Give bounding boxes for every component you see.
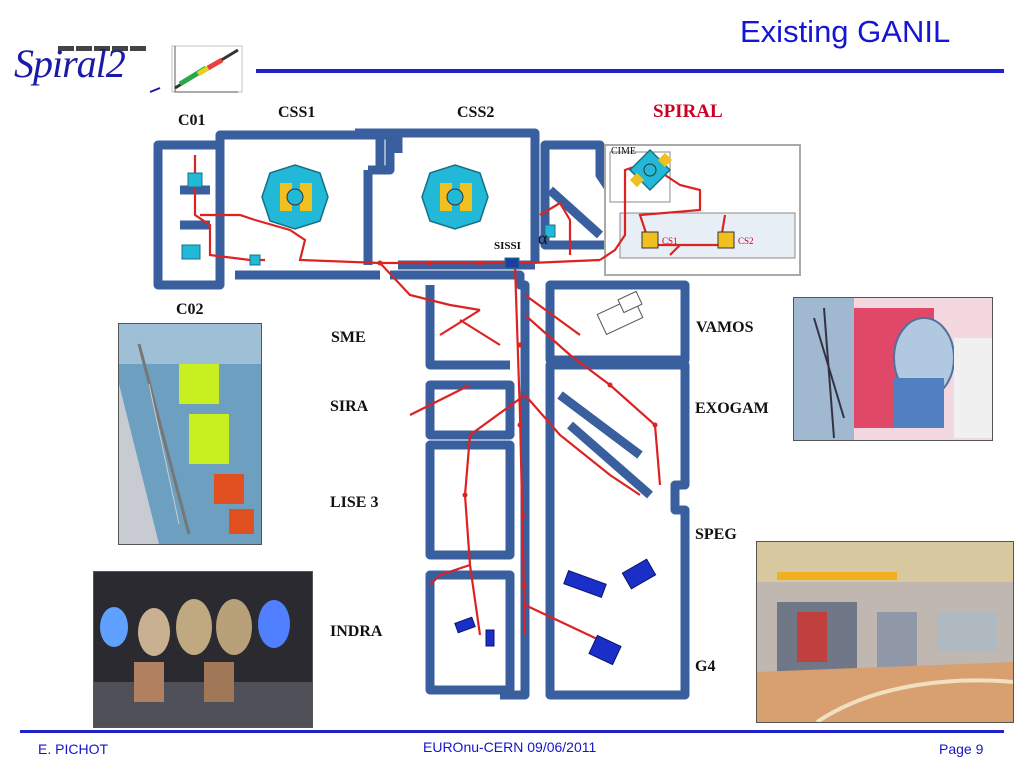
label-spiral: SPIRAL [653,101,723,122]
label-sissi: SISSI [494,240,521,252]
label-c02: C02 [176,301,204,318]
label-cs1: CS1 [662,236,678,246]
label-lise3: LISE 3 [330,494,379,511]
footer-author: E. PICHOT [38,741,109,757]
cime-cyclotron [628,148,673,192]
ganil-facility-map [153,128,801,700]
label-cime: CIME [611,146,636,157]
vamos-spectrometer [596,290,644,336]
label-vamos: VAMOS [696,319,754,336]
photo-beamline-hall [118,323,262,545]
label-sira: SIRA [330,398,369,415]
footer-page-number: Page 9 [939,741,984,757]
label-speg: SPEG [695,526,737,543]
footer-rule [20,730,1004,733]
label-alpha: α [538,228,548,248]
header-rule [256,69,1004,73]
photo-experiment-hall [756,541,1014,723]
equipment [181,172,556,269]
beam-elements [377,260,658,588]
label-cs2: CS2 [738,236,754,246]
css1-cyclotron [261,164,329,230]
label-sme: SME [331,329,366,346]
label-css1: CSS1 [278,104,316,121]
label-exogam: EXOGAM [695,400,769,417]
label-g4: G4 [695,658,716,675]
photo-indra-detector [93,571,313,728]
page-title: Existing GANIL [740,14,951,49]
detectors [454,558,657,666]
label-css2: CSS2 [457,104,495,121]
css2-cyclotron [421,164,489,230]
cs-magnets [641,231,735,249]
label-c01: C01 [178,112,206,129]
logo-text: Spiral2 [14,41,126,86]
label-indra: INDRA [330,623,383,640]
photo-vamos-exogam [793,297,993,441]
spiral2-logo [58,45,243,93]
spiral-building [604,144,801,276]
footer-event: EUROnu-CERN 09/06/2011 [423,739,597,755]
